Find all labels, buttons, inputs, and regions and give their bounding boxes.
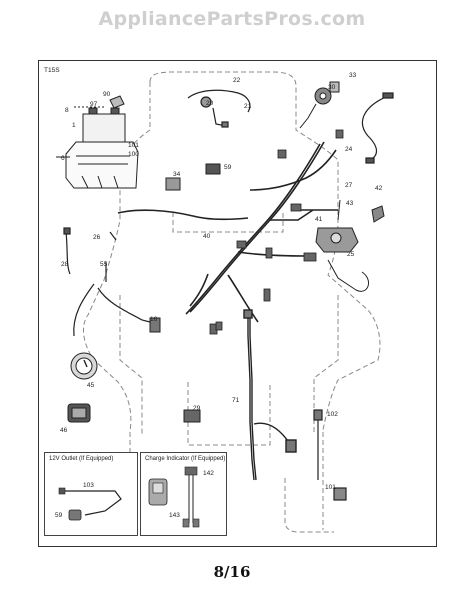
callout-20: 20: [206, 100, 214, 107]
inset-callout-103: 103: [83, 482, 94, 489]
watermark-text: AppliancePartsPros.com: [98, 8, 366, 30]
callout-24: 24: [345, 146, 353, 153]
switch-59: [149, 163, 221, 333]
callout-97: 97: [90, 101, 98, 108]
callout-101-left: 101: [128, 142, 139, 149]
callout-101: 101: [325, 484, 336, 491]
inset-charge-indicator-title: Charge Indicator (If Equipped): [145, 456, 226, 462]
inset-callout-59: 59: [55, 512, 63, 519]
callout-102: 102: [327, 411, 338, 418]
callout-1: 1: [72, 122, 76, 129]
callout-41: 41: [315, 216, 323, 223]
wiring-diagram: [56, 71, 394, 533]
callout-100: 100: [128, 151, 139, 158]
terminal-boot-42: [371, 205, 385, 223]
callout-40: 40: [203, 233, 211, 240]
inset-12v-outlet-title: 12V Outlet (If Equipped): [49, 456, 114, 462]
diagram-code: T15S: [44, 67, 60, 74]
harness-71: [243, 309, 297, 481]
inset-charge-indicator: Charge Indicator (If Equipped) 142 143: [140, 452, 227, 536]
relay-34: [165, 177, 181, 191]
callout-29: 29: [193, 405, 201, 412]
diagram-frame: [38, 60, 437, 547]
module-29: [183, 409, 201, 423]
outlet-wire-drawing: [58, 487, 122, 521]
hour-meter: [67, 352, 98, 423]
lead-wire-24: [362, 92, 394, 164]
seat-switch-harness: [187, 89, 251, 128]
callout-59: 59: [224, 164, 232, 171]
callout-43: 43: [346, 200, 354, 207]
callout-8-top: 8: [65, 107, 69, 114]
charge-indicator-drawing: [148, 466, 200, 528]
callout-22: 22: [233, 77, 241, 84]
callout-42: 42: [375, 185, 383, 192]
starter-solenoid: [315, 199, 370, 292]
callout-30: 30: [328, 84, 336, 91]
callout-28: 28: [61, 261, 69, 268]
ground-wires: [63, 227, 151, 337]
callout-90: 90: [103, 91, 111, 98]
callout-25: 25: [347, 251, 355, 258]
callout-55: 55: [100, 261, 108, 268]
lead-102: [313, 409, 347, 501]
battery-assembly: [56, 95, 139, 189]
callout-27: 27: [345, 182, 353, 189]
callout-46: 46: [60, 427, 68, 434]
callout-34: 34: [173, 171, 181, 178]
callout-26: 26: [93, 234, 101, 241]
callout-21: 21: [244, 103, 252, 110]
callout-16: 16: [150, 316, 158, 323]
callout-6: 6: [61, 155, 65, 162]
page-number: 8/16: [213, 563, 251, 581]
inset-callout-143: 143: [169, 512, 180, 519]
callout-45: 45: [87, 382, 95, 389]
inset-callout-142: 142: [203, 470, 214, 477]
callout-33: 33: [349, 72, 357, 79]
callout-71: 71: [232, 397, 240, 404]
inset-12v-outlet: 12V Outlet (If Equipped) 103 59: [44, 452, 138, 536]
ignition-switch: [299, 81, 340, 129]
